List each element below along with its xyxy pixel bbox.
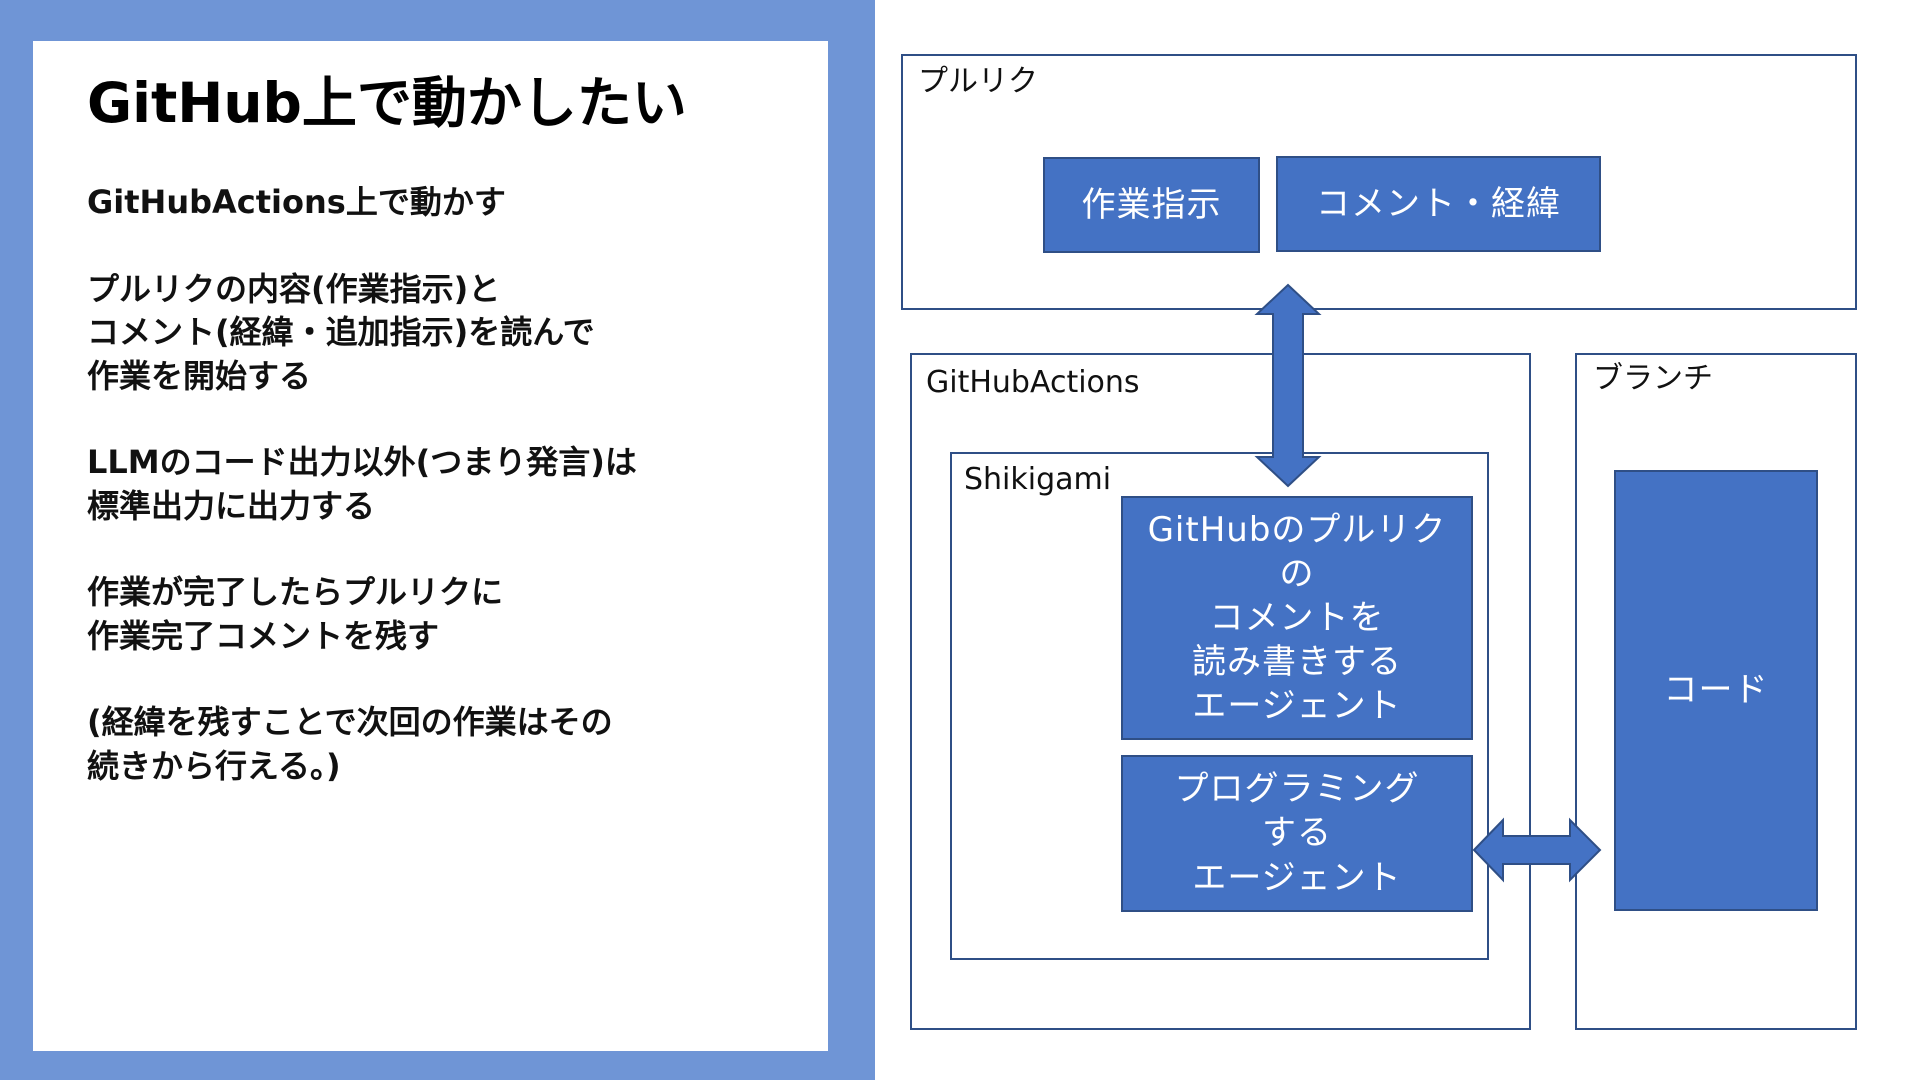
left-panel: GitHub上で動かしたい GitHubActions上で動かす プルリクの内容… bbox=[0, 0, 875, 1080]
bullet-item: プルリクの内容(作業指示)と コメント(経緯・追加指示)を読んで 作業を開始する bbox=[87, 269, 595, 395]
pullreq-label: プルリク bbox=[918, 64, 1038, 99]
code-box: コード bbox=[1614, 470, 1818, 911]
bullet-item: (経緯を残すことで次回の作業はその 続きから行える。) bbox=[87, 703, 613, 785]
slide-title: GitHub上で動かしたい bbox=[87, 71, 687, 135]
bullet-list: GitHubActions上で動かす プルリクの内容(作業指示)と コメント(経… bbox=[87, 181, 787, 831]
branch-label: ブランチ bbox=[1593, 361, 1713, 396]
comment-agent-box: GitHubのプルリク の コメントを 読み書きする エージェント bbox=[1121, 496, 1473, 740]
content-card: GitHub上で動かしたい GitHubActions上で動かす プルリクの内容… bbox=[33, 41, 828, 1051]
bullet-item: GitHubActions上で動かす bbox=[87, 183, 506, 221]
programming-agent-box: プログラミング する エージェント bbox=[1121, 755, 1473, 912]
bullet-item: 作業が完了したらプルリクに 作業完了コメントを残す bbox=[87, 573, 504, 655]
github-actions-label: GitHubActions bbox=[926, 365, 1140, 400]
shikigami-label: Shikigami bbox=[964, 462, 1112, 497]
bullet-item: LLMのコード出力以外(つまり発言)は 標準出力に出力する bbox=[87, 443, 637, 525]
comment-history-box: コメント・経緯 bbox=[1276, 156, 1601, 252]
work-instruction-box: 作業指示 bbox=[1043, 157, 1260, 253]
